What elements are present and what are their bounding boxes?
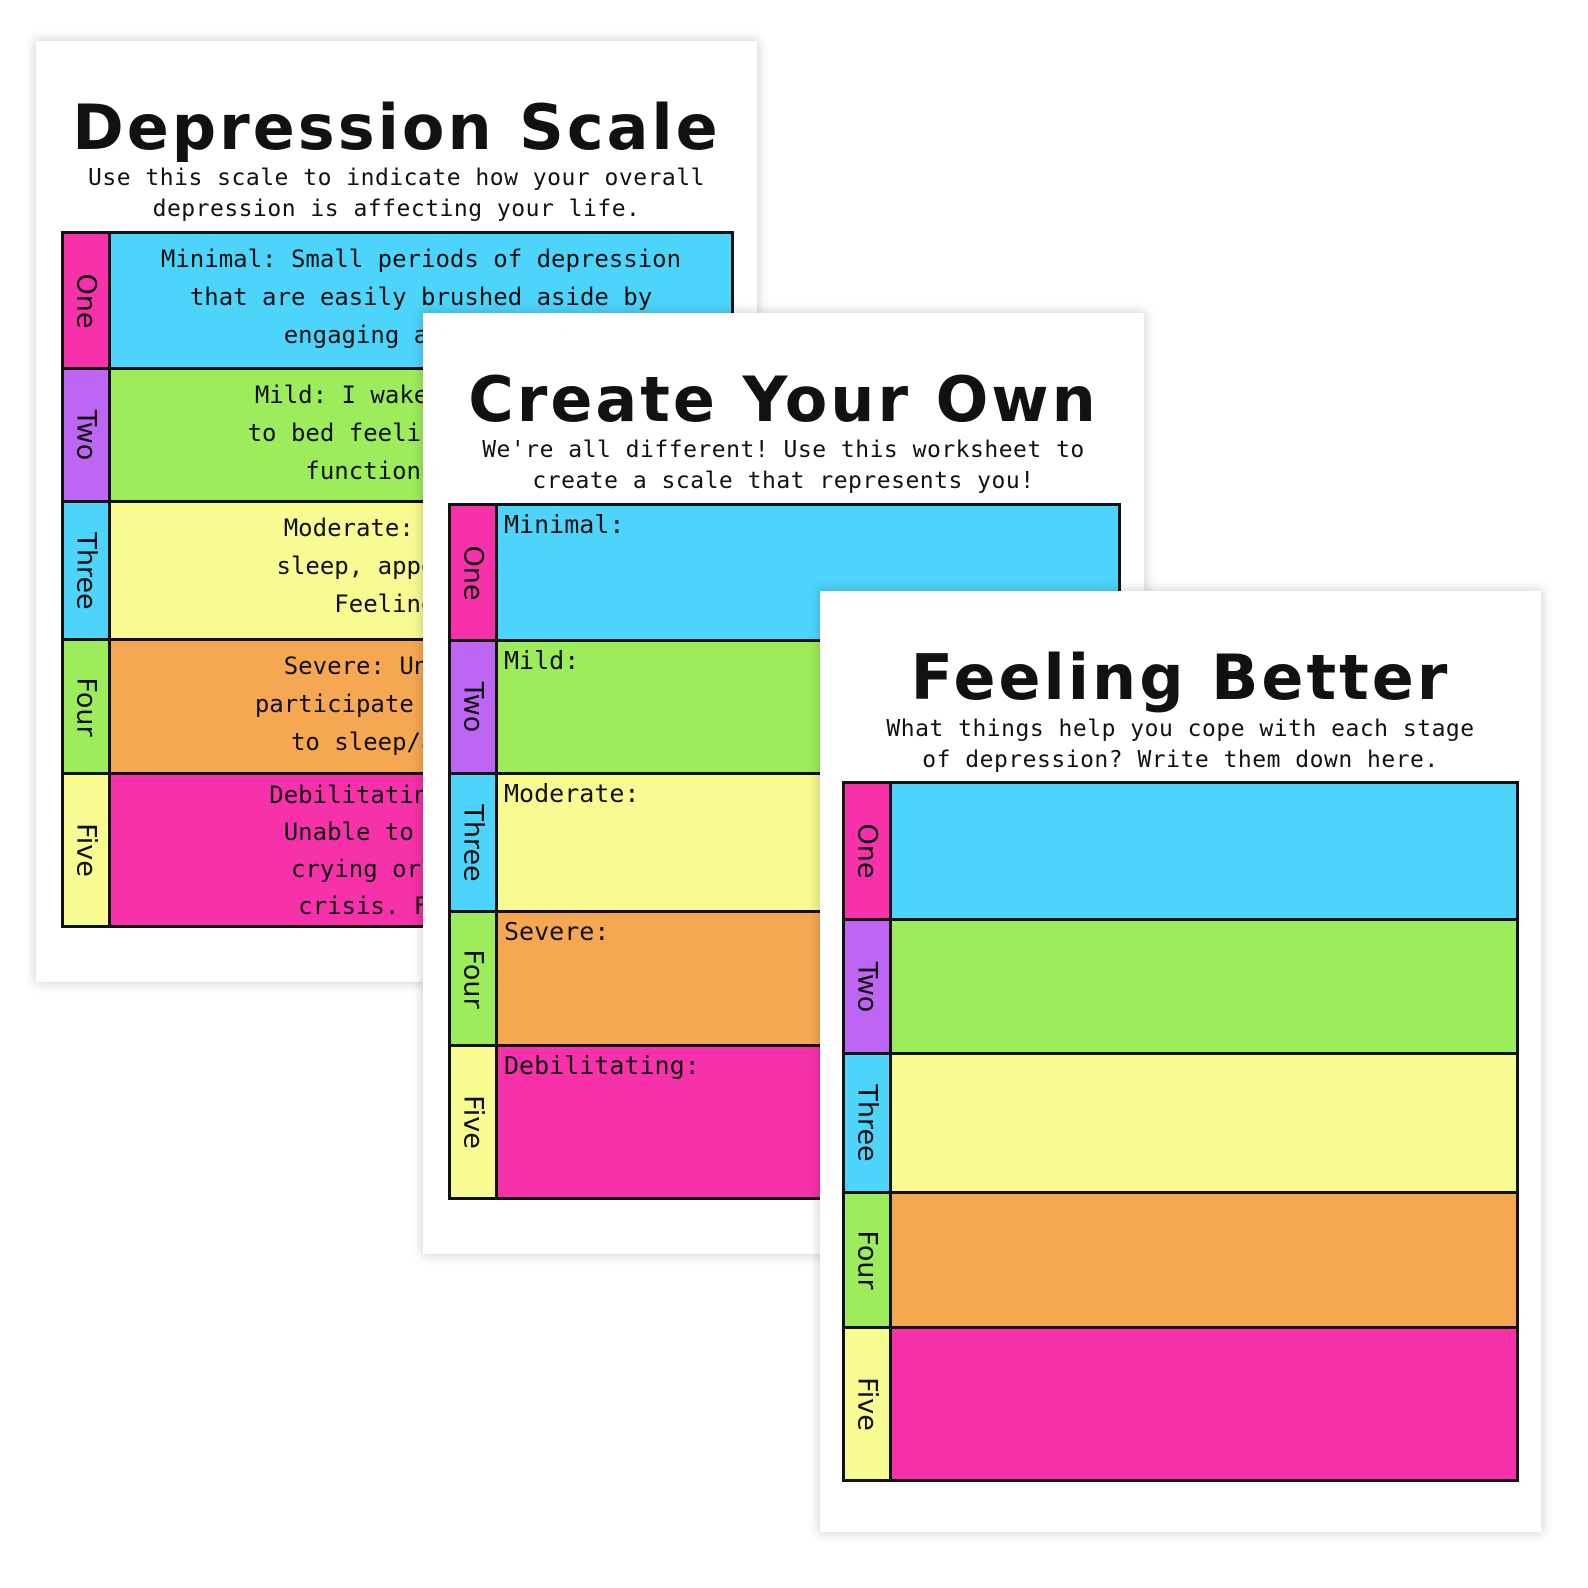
row-number-label: Two	[851, 961, 883, 1012]
row-tab: Five	[64, 775, 111, 925]
scale-table: One Two Three Four Five	[842, 781, 1519, 1482]
row-label: Minimal:	[504, 510, 625, 539]
row-number-label: Five	[851, 1377, 883, 1431]
sheet-subtitle: We're all different! Use this worksheet …	[482, 437, 1085, 494]
row-number-label: Three	[70, 531, 102, 610]
row-tab: One	[845, 784, 892, 918]
sheet-subtitle: Use this scale to indicate how your over…	[88, 165, 705, 222]
row-tab: Three	[64, 503, 111, 638]
row-number-label: Two	[70, 409, 102, 461]
sheet-title: Feeling Better	[910, 641, 1451, 714]
row-tab: Five	[451, 1047, 498, 1197]
scale-row-two: Two	[845, 918, 1516, 1052]
row-tab: One	[451, 506, 498, 639]
row-number-label: One	[70, 273, 102, 328]
scale-row-three: Three	[845, 1052, 1516, 1191]
write-in-area[interactable]	[892, 1329, 1516, 1479]
row-number-label: Three	[457, 803, 489, 882]
scale-row-four: Four	[845, 1191, 1516, 1326]
row-tab: Two	[64, 370, 111, 500]
scale-row-four: Four Severe:	[451, 910, 1118, 1044]
row-tab: One	[64, 234, 111, 367]
scale-row-one: One Minimal:	[451, 506, 1118, 639]
scale-row-five: Five	[845, 1326, 1516, 1479]
sheet-subtitle: What things help you cope with each stag…	[886, 716, 1475, 773]
row-label: Mild:	[504, 646, 580, 675]
row-tab: Five	[845, 1329, 892, 1479]
row-number-label: Four	[70, 676, 102, 737]
row-tab: Four	[845, 1194, 892, 1326]
row-label: Moderate:	[504, 779, 640, 808]
row-label: Debilitating:	[504, 1051, 700, 1080]
write-in-area[interactable]	[892, 1194, 1516, 1326]
row-tab: Two	[845, 921, 892, 1052]
row-tab: Four	[451, 913, 498, 1044]
row-tab: Three	[451, 775, 498, 910]
row-number-label: Three	[851, 1084, 883, 1162]
sheet-title: Create Your Own	[468, 363, 1099, 436]
row-number-label: One	[851, 823, 883, 879]
row-number-label: Four	[851, 1230, 883, 1290]
row-number-label: Five	[457, 1095, 489, 1149]
scale-row-one: One	[845, 784, 1516, 918]
sheet-title: Depression Scale	[72, 91, 721, 164]
row-number-label: One	[457, 545, 489, 600]
write-in-area[interactable]	[892, 1055, 1516, 1191]
worksheet-feeling-better: Feeling Better What things help you cope…	[820, 591, 1541, 1532]
row-number-label: Four	[457, 948, 489, 1009]
write-in-area[interactable]	[892, 784, 1516, 918]
row-number-label: Five	[70, 823, 102, 877]
write-in-area[interactable]	[892, 921, 1516, 1052]
row-number-label: Two	[457, 681, 489, 733]
row-cell: Minimal:	[498, 506, 1118, 639]
row-tab: Four	[64, 641, 111, 772]
row-tab: Two	[451, 642, 498, 772]
worksheet-depression-scale: Depression Scale Use this scale to indic…	[36, 41, 757, 982]
row-label: Severe:	[504, 917, 610, 946]
row-tab: Three	[845, 1055, 892, 1191]
